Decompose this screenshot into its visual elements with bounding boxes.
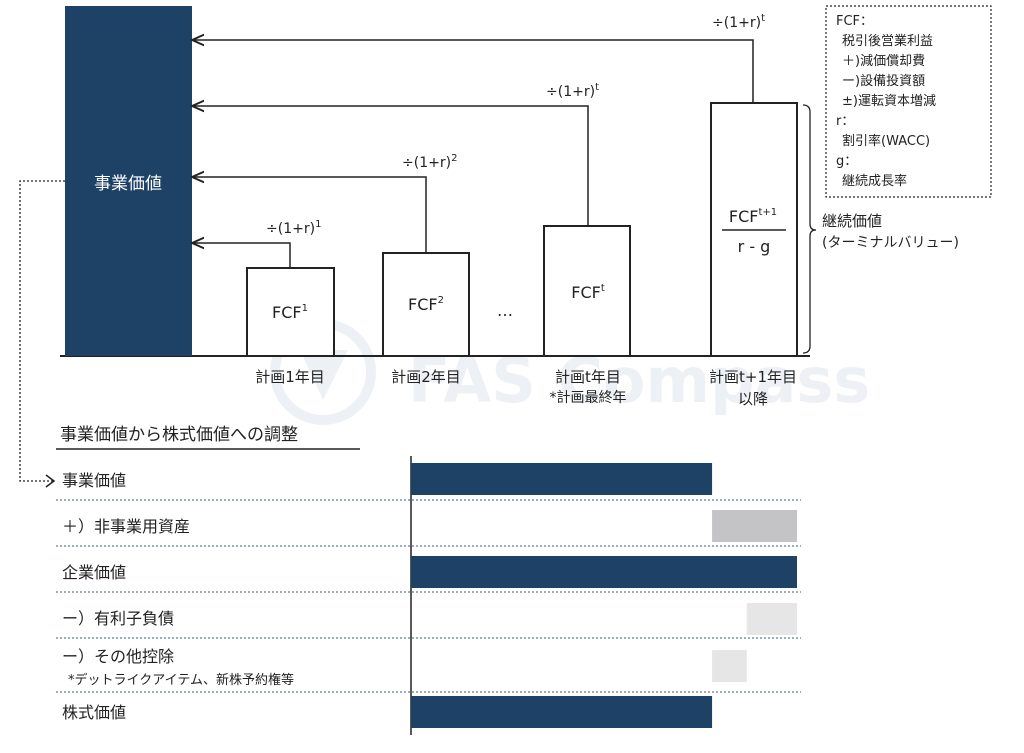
discount-arrow-2 bbox=[192, 177, 427, 253]
fcf-bar-t bbox=[543, 225, 631, 357]
discount-arrow-t bbox=[192, 106, 589, 226]
terminal-value-sub: (ターミナルバリュー) bbox=[822, 235, 959, 251]
legend-line: 継続成長率 bbox=[842, 173, 907, 189]
bridge-row-label: ＋）非事業用資産 bbox=[62, 517, 190, 536]
bridge-title: 事業価値から株式価値への調整 bbox=[60, 425, 298, 445]
watermark-text: FAS Compass bbox=[408, 344, 870, 417]
bridge-bar bbox=[746, 603, 797, 635]
bridge-bar bbox=[712, 510, 797, 542]
divisor-label-1: ÷(1+r)1 bbox=[266, 219, 321, 237]
fcf-bar-1 bbox=[246, 267, 335, 357]
bridge-row-label: ー）有利子負債 bbox=[62, 609, 174, 628]
fcf-label-terminal: FCFt+1 bbox=[729, 207, 777, 226]
terminal-bracket bbox=[802, 104, 817, 354]
bridge-bar bbox=[712, 650, 747, 682]
legend-line: 割引率(WACC) bbox=[842, 133, 930, 149]
year-label-terminal: 計画t+1年目 bbox=[709, 368, 797, 386]
legend-line: g： bbox=[836, 154, 857, 169]
bridge-row-label: 企業価値 bbox=[62, 563, 126, 582]
connector-arrowhead bbox=[45, 474, 56, 488]
ellipsis: … bbox=[497, 301, 513, 320]
legend-line: r： bbox=[836, 114, 854, 129]
legend-line: ±)運転資本増減 bbox=[842, 93, 936, 109]
legend-line: FCF： bbox=[836, 14, 873, 29]
business-value-block bbox=[65, 6, 192, 356]
business-value-label: 事業価値 bbox=[94, 174, 162, 194]
fcf-label-2: FCF2 bbox=[408, 295, 444, 314]
bridge-row-label: 株式価値 bbox=[62, 703, 126, 722]
legend-line: ＋)減価償却費 bbox=[842, 53, 925, 69]
legend-line: 税引後営業利益 bbox=[842, 33, 933, 49]
year-label-1: 計画1年目 bbox=[255, 368, 325, 386]
year-note-t: *計画最終年 bbox=[550, 390, 627, 406]
bridge-bar bbox=[411, 463, 713, 495]
year-label-terminal-2: 以降 bbox=[738, 390, 768, 408]
fcf-label-t: FCFt bbox=[571, 283, 605, 302]
terminal-value-label: 継続価値 bbox=[822, 212, 882, 230]
legend-box bbox=[825, 5, 992, 198]
discount-arrow-terminal bbox=[192, 40, 754, 103]
terminal-denominator: r - g bbox=[738, 237, 771, 256]
dotted-connector bbox=[19, 180, 65, 482]
discount-arrow-1 bbox=[192, 243, 291, 268]
bridge-row-label: 事業価値 bbox=[62, 471, 126, 490]
bridge-row-sublabel: *デットライクアイテム、新株予約権等 bbox=[68, 672, 294, 688]
divisor-label-t: ÷(1+r)t bbox=[546, 82, 599, 100]
divisor-label-2: ÷(1+r)2 bbox=[402, 153, 457, 171]
bridge-bars bbox=[411, 463, 797, 728]
divisor-label-terminal: ÷(1+r)t bbox=[712, 13, 765, 31]
year-label-t: 計画t年目 bbox=[555, 368, 621, 386]
fcf-label-1: FCF1 bbox=[272, 303, 308, 322]
row-separators bbox=[56, 499, 801, 693]
bridge-row-label: ー）その他控除 bbox=[62, 647, 174, 666]
bridge-bar bbox=[411, 696, 713, 728]
bridge-bar bbox=[411, 556, 797, 588]
year-label-2: 計画2年目 bbox=[391, 368, 461, 386]
legend-line: ー)設備投資額 bbox=[842, 73, 925, 89]
